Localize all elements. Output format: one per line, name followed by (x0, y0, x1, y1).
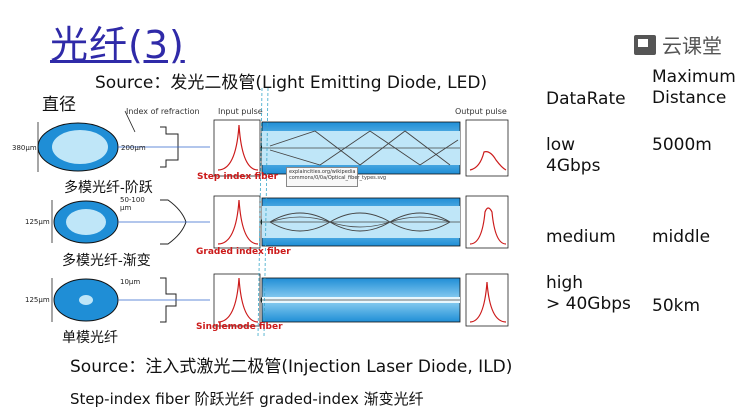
footnote: Step-index fiber 阶跃光纤 graded-index 渐变光纤 (70, 390, 424, 408)
dim-core-row1: 200μm (121, 144, 146, 152)
fiber-name-graded: 多模光纤-渐变 (62, 253, 151, 269)
fiber-type-single: Singlemode fiber (196, 322, 283, 332)
fiber-name-step: 多模光纤-阶跃 (64, 180, 153, 196)
cell-rate-row2: medium (546, 227, 616, 247)
source-ild: Source：注入式激光二极管(Injection Laser Diode, I… (70, 357, 513, 377)
cloud-classroom-icon (634, 34, 656, 55)
cell-distance-row3: 50km (652, 296, 701, 316)
source-led: Source：发光二极管(Light Emitting Diode, LED) (95, 73, 488, 93)
row-graded-index (51, 195, 509, 249)
dim-outer-row1: 380μm (12, 144, 37, 152)
index-of-refraction-label: Index of refraction (126, 107, 200, 116)
row-single-mode (51, 273, 509, 327)
row-step-index (37, 110, 509, 177)
cell-rate-row3: high > 40Gbps (546, 273, 631, 314)
page-title: 光纤(3) (50, 23, 185, 67)
dim-outer-row3: 125μm (25, 296, 50, 304)
brand-name: 云课堂 (662, 34, 722, 58)
dim-core-row3: 10μm (120, 278, 141, 286)
dim-core-row2: 50-100 μm (120, 196, 145, 212)
cross-section-core (52, 130, 108, 164)
fiber-type-step: Step index fiber (197, 172, 279, 182)
cell-rate-row1: low 4Gbps (546, 135, 601, 176)
dim-outer-row2: 125μm (25, 218, 50, 226)
header-datarate: DataRate (546, 89, 626, 109)
input-pulse-label: Input pulse (218, 107, 263, 116)
fiber-name-single: 单模光纤 (62, 330, 118, 346)
cell-distance-row2: middle (652, 227, 711, 247)
brand-logo: 云课堂 (634, 30, 722, 59)
cell-distance-row1: 5000m (652, 135, 712, 155)
url-tooltip: explaincities.org/wikipedia commons/0/0a… (286, 167, 386, 187)
diameter-label: 直径 (42, 95, 76, 115)
output-pulse-label: Output pulse (455, 107, 507, 116)
fiber-type-graded: Graded index fiber (196, 247, 291, 257)
header-max-distance: Maximum Distance (652, 67, 736, 108)
